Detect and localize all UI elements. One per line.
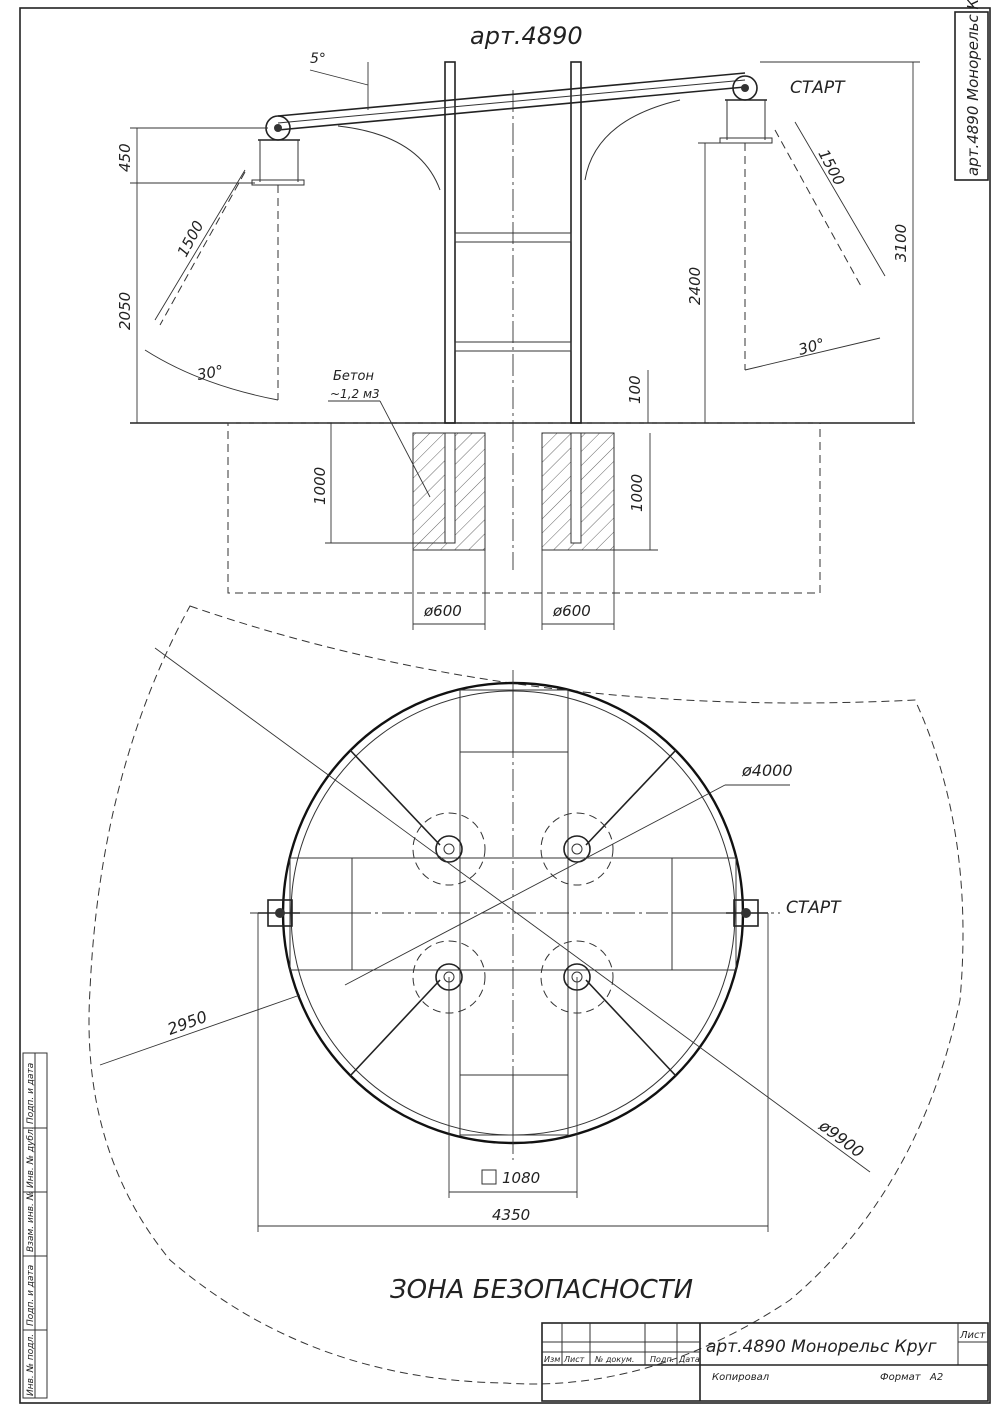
title-format-label: Формат (880, 1372, 922, 1383)
square-symbol (481, 1169, 497, 1185)
stamp-inv-dubl: Инв. № дубл. (26, 1126, 36, 1188)
post-left (444, 61, 456, 424)
trolley-plan-left (258, 899, 300, 927)
title-col-doc: № докум. (594, 1355, 634, 1364)
dim-phi600-right: ø600 (552, 602, 591, 620)
dim-angle-beam: 5° (310, 51, 326, 67)
dim-line-phi4000 (344, 784, 726, 986)
stamp-inv-podl: Инв. № подл. (26, 1334, 36, 1396)
stamp-vzam-inv: Взам. инв. № (26, 1191, 36, 1252)
spoke-nw (349, 749, 441, 846)
title-block-title: арт.4890 Монорельс Круг (706, 1337, 937, 1357)
title-col-date: Дата (678, 1355, 700, 1364)
dim-angle-right: 30° (796, 335, 826, 359)
dim-line-2950 (99, 994, 301, 1066)
frame-vertical (459, 689, 569, 1136)
swing-max-left (159, 171, 246, 326)
dim-angle-left: 30° (196, 362, 225, 384)
title-block-sheet: Лист (959, 1330, 987, 1341)
monorail-beam-top (277, 72, 746, 117)
dim-3100: 3100 (892, 224, 910, 262)
start-label-plan: СТАРТ (786, 898, 842, 918)
trolley-plan-right (726, 899, 768, 927)
dim-1500-left: 1500 (174, 218, 208, 260)
monorail-beam-inner (277, 79, 746, 124)
spoke-se (585, 979, 677, 1077)
brace-left (337, 125, 441, 191)
left-stamp (22, 1052, 48, 1399)
dim-phi600-left: ø600 (423, 602, 462, 620)
dim-phi4000: ø4000 (741, 761, 793, 780)
concrete-label: Бетон (333, 369, 374, 384)
post-right (570, 61, 582, 424)
plan-view (88, 605, 964, 1385)
dim-2050: 2050 (116, 292, 134, 330)
dim-1000-right: 1000 (628, 474, 646, 512)
brace-right (584, 99, 681, 181)
post-plan-ne (540, 812, 614, 886)
title-format-value: А2 (929, 1372, 943, 1383)
post-plan-nw (412, 812, 486, 886)
monorail-beam-bottom (277, 86, 746, 131)
side-title: арт.4890 Монорельс Круг (964, 0, 982, 176)
spoke-sw (349, 979, 441, 1077)
title-col-sign: Подп. (650, 1355, 674, 1364)
stamp-podp-data-1: Подп. и дата (26, 1265, 36, 1326)
title-block (541, 1322, 989, 1402)
spoke-ne (585, 749, 677, 846)
dim-1080: 1080 (502, 1169, 540, 1187)
stamp-podp-data-2: Подп. и дата (26, 1063, 36, 1124)
swing-max-right (774, 129, 863, 289)
sheet-frame (19, 7, 991, 1404)
swing-arc-left (144, 349, 279, 401)
post-base-left (444, 432, 456, 544)
side-title-frame (954, 11, 989, 181)
start-label-top: СТАРТ (790, 78, 846, 98)
safety-zone-label: ЗОНА БЕЗОПАСНОСТИ (390, 1275, 693, 1305)
dim-100: 100 (626, 375, 644, 404)
soil-area (227, 422, 821, 594)
elevation-view (130, 61, 920, 630)
swing-arc-right (744, 337, 881, 371)
safety-zone-outline (88, 605, 964, 1385)
title-copied: Копировал (712, 1372, 770, 1383)
post-base-right (570, 432, 582, 544)
drawing-title: арт.4890 (470, 22, 583, 50)
dim-line-phi9900 (154, 647, 871, 1173)
concrete-volume: ~1,2 м3 (330, 387, 380, 401)
dim-4350: 4350 (492, 1206, 530, 1224)
trolley-right (719, 75, 773, 144)
dim-1500-right: 1500 (814, 146, 848, 188)
title-col-izm: Изм (544, 1355, 560, 1364)
title-col-list: Лист (563, 1355, 585, 1364)
trolley-left (251, 115, 305, 186)
concrete-leader (379, 400, 431, 498)
dim-phi9900: ø9900 (815, 1115, 868, 1161)
dim-2400: 2400 (686, 267, 704, 305)
dim-450: 450 (116, 143, 134, 172)
dim-1000-left: 1000 (311, 467, 329, 505)
